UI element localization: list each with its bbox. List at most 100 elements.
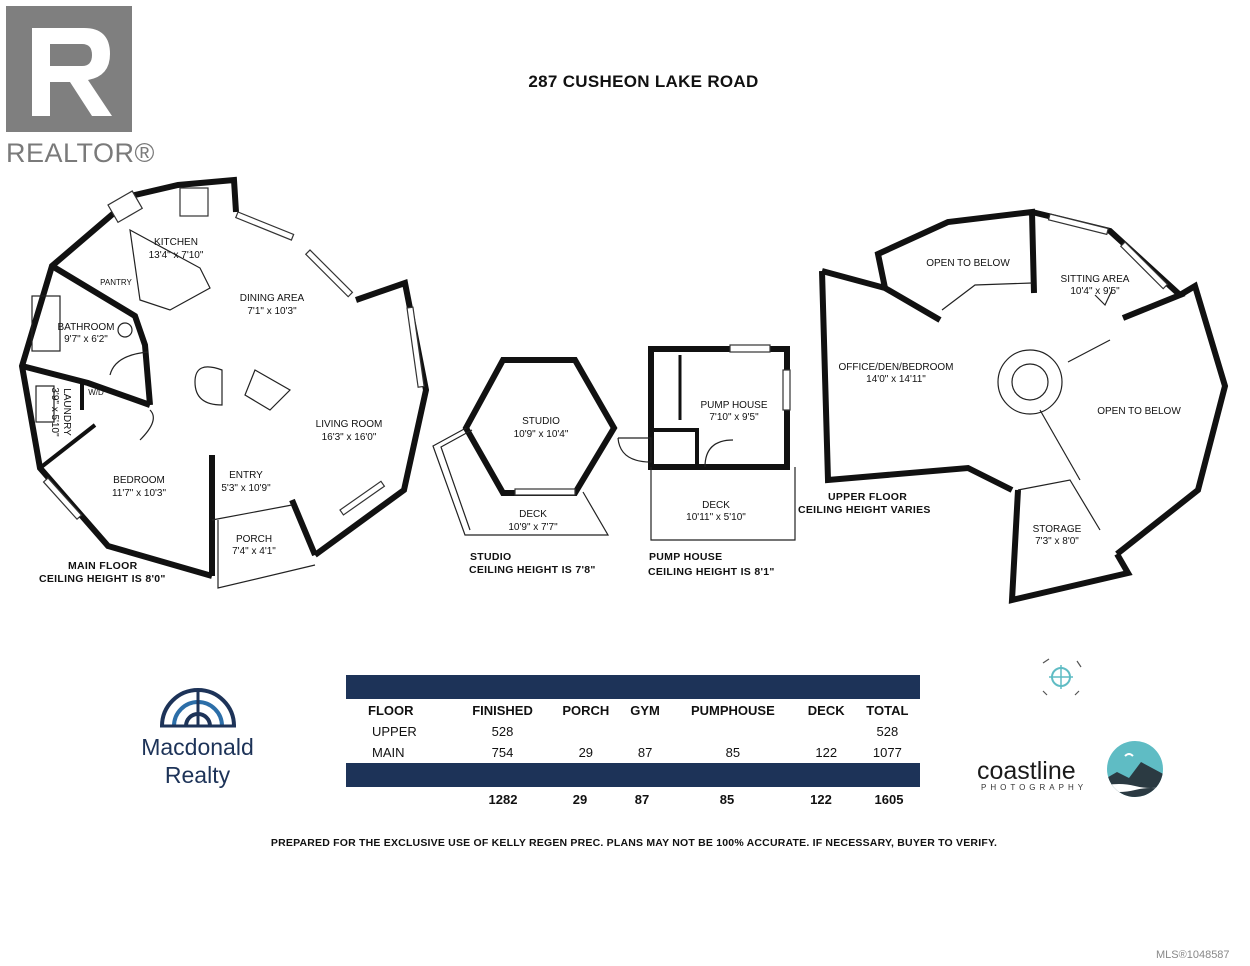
kitchen-dims: 13'4" x 7'10" <box>149 250 204 261</box>
sitting-dims: 10'4" x 9'5" <box>1070 286 1120 297</box>
kitchen-name: KITCHEN <box>154 237 198 248</box>
studio-caption: STUDIO <box>470 551 511 563</box>
entry-name: ENTRY <box>229 470 263 481</box>
bathroom-name: BATHROOM <box>57 322 114 333</box>
storage-dims: 7'3" x 8'0" <box>1035 536 1079 547</box>
table-cell: UPPER <box>372 724 417 739</box>
pump-house-dims: 7'10" x 9'5" <box>709 412 759 423</box>
coastline-wordmark: coastline <box>977 757 1076 785</box>
living-dims: 16'3" x 16'0" <box>322 432 377 443</box>
total-cell: 122 <box>810 791 832 807</box>
coastline-emblem-icon <box>1107 741 1163 797</box>
page-title: 287 CUSHEON LAKE ROAD <box>528 72 759 91</box>
pump-house-caption: PUMP HOUSE <box>649 551 722 563</box>
col-header: PUMPHOUSE <box>690 702 775 718</box>
realtor-logo <box>6 6 146 139</box>
office-name: OFFICE/DEN/BEDROOM <box>838 362 953 373</box>
total-cell: 87 <box>634 791 650 807</box>
col-header: TOTAL <box>866 702 909 718</box>
dining-name: DINING AREA <box>240 293 305 304</box>
col-header: FINISHED <box>472 702 533 718</box>
laundry-name: LAUNDRY <box>61 388 72 436</box>
table-row: MAIN 754 29 87 85 122 1077 <box>346 742 920 763</box>
pump-house-name: PUMP HOUSE <box>700 400 767 411</box>
table-header-row: FLOOR FINISHED PORCH GYM PUMPHOUSE DECK … <box>346 699 920 721</box>
table-cell <box>798 721 855 742</box>
upper-floor-ceiling: CEILING HEIGHT VARIES <box>798 504 931 516</box>
total-cell: 1605 <box>874 791 904 807</box>
table-cell: 528 <box>491 724 514 739</box>
total-cell: 1282 <box>488 791 518 807</box>
main-floor-caption: MAIN FLOOR <box>68 560 138 572</box>
dining-dims: 7'1" x 10'3" <box>247 306 297 317</box>
macdonald-wordmark: Macdonald Realty <box>135 733 260 789</box>
living-name: LIVING ROOM <box>316 419 383 430</box>
area-table-grid: FLOOR FINISHED PORCH GYM PUMPHOUSE DECK … <box>346 699 920 763</box>
pump-house-plan <box>617 344 796 541</box>
studio-deck-dims: 10'9" x 7'7" <box>508 522 558 533</box>
table-mid-bar <box>346 763 920 787</box>
macdonald-logo <box>158 686 238 735</box>
col-header: PORCH <box>562 702 610 718</box>
table-cell: 122 <box>815 745 838 760</box>
disclaimer: PREPARED FOR THE EXCLUSIVE USE OF KELLY … <box>270 837 998 849</box>
bedroom-dims: 11'7" x 10'3" <box>112 488 167 499</box>
porch-name: PORCH <box>236 534 272 545</box>
studio-ceiling: CEILING HEIGHT IS 7'8" <box>469 564 596 576</box>
macdonald-line2: Realty <box>164 762 231 788</box>
entry-dims: 5'3" x 10'9" <box>221 483 271 494</box>
office-dims: 14'0" x 14'11" <box>866 374 926 385</box>
total-cell: 85 <box>719 791 735 807</box>
storage-name: STORAGE <box>1033 524 1082 535</box>
wd-name: W/D <box>88 388 104 397</box>
studio-name: STUDIO <box>522 416 560 427</box>
bathroom-dims: 9'7" x 6'2" <box>64 334 108 345</box>
pump-deck-dims: 10'11" x 5'10" <box>686 512 746 523</box>
table-cell: 754 <box>491 745 514 760</box>
col-header: FLOOR <box>368 702 414 718</box>
col-header: GYM <box>630 702 660 718</box>
table-row: UPPER 528 528 <box>346 721 920 742</box>
open-to-below-1: OPEN TO BELOW <box>926 258 1010 269</box>
pantry-name: PANTRY <box>100 278 132 287</box>
realtor-r-icon <box>6 6 132 132</box>
table-top-bar <box>346 675 920 699</box>
table-cell: 1077 <box>872 745 902 760</box>
open-to-below-2: OPEN TO BELOW <box>1097 406 1181 417</box>
table-cell <box>668 721 798 742</box>
upper-floor-plan <box>819 208 1229 604</box>
bedroom-name: BEDROOM <box>113 475 165 486</box>
table-total-row: 1282 29 87 85 122 1605 <box>346 787 920 811</box>
studio-deck-name: DECK <box>519 509 547 520</box>
macdonald-line1: Macdonald <box>141 734 254 760</box>
table-cell <box>622 721 668 742</box>
table-cell: MAIN <box>372 745 405 760</box>
table-cell: 528 <box>876 724 899 739</box>
laundry-dims: 3'9" x 5'10" <box>49 387 60 437</box>
porch-dims: 7'4" x 4'1" <box>232 546 276 557</box>
coastline-subtitle: PHOTOGRAPHY <box>981 783 1088 792</box>
pump-deck-name: DECK <box>702 500 730 511</box>
upper-floor-caption: UPPER FLOOR <box>828 491 907 503</box>
realtor-wordmark: REALTOR® <box>6 138 155 168</box>
sitting-name: SITTING AREA <box>1061 274 1130 285</box>
col-header: DECK <box>807 702 845 718</box>
table-cell <box>549 721 622 742</box>
compass-icon <box>1042 658 1082 696</box>
studio-plan <box>432 357 618 536</box>
macdonald-arch-icon <box>160 688 236 728</box>
mls-number: MLS®1048587 <box>1156 949 1230 961</box>
pump-house-ceiling: CEILING HEIGHT IS 8'1" <box>648 566 775 578</box>
total-cell: 29 <box>572 791 588 807</box>
area-table: FLOOR FINISHED PORCH GYM PUMPHOUSE DECK … <box>346 675 920 811</box>
area-table-totals: 1282 29 87 85 122 1605 <box>346 787 920 811</box>
coastline-logo-icon <box>1103 740 1167 803</box>
table-cell: 85 <box>725 745 741 760</box>
studio-dims: 10'9" x 10'4" <box>514 429 569 440</box>
main-floor-ceiling: CEILING HEIGHT IS 8'0" <box>39 573 166 585</box>
total-cell <box>346 787 460 811</box>
table-cell: 87 <box>637 745 653 760</box>
table-cell: 29 <box>578 745 594 760</box>
main-floor-plan <box>18 176 430 589</box>
